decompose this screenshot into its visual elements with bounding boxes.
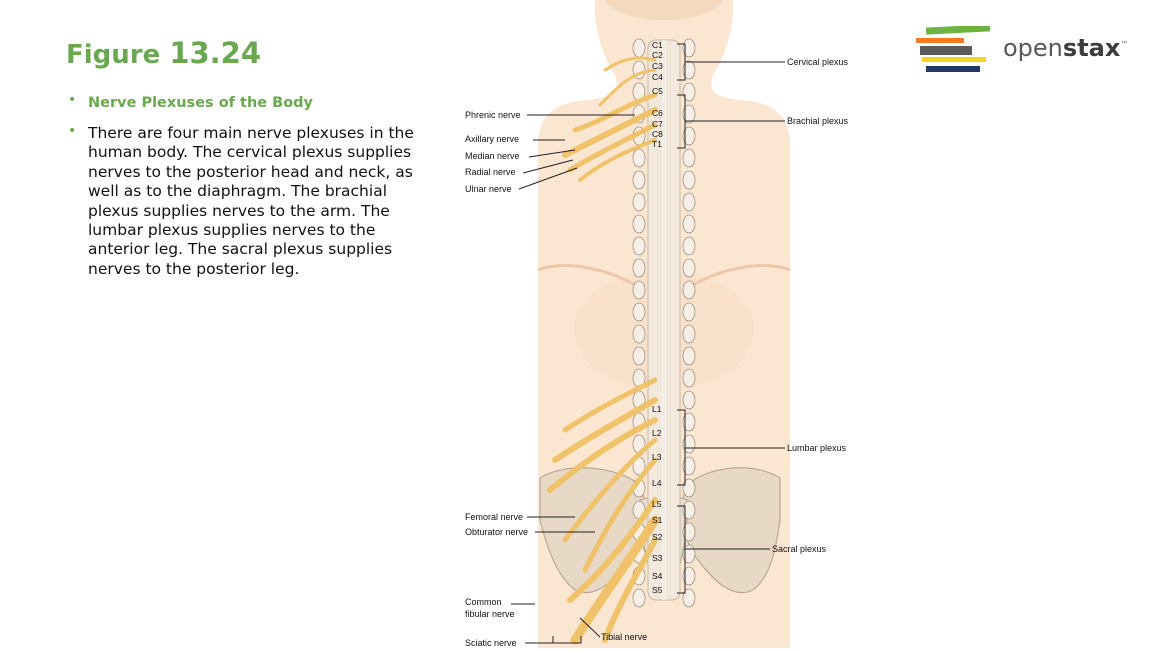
segment-label-l4: L4 — [652, 478, 662, 488]
radial-nerve-label: Radial nerve — [465, 167, 516, 177]
brachial-plexus-label: Brachial plexus — [787, 116, 849, 126]
segment-label-s1: S1 — [652, 515, 663, 525]
logo-bar-gray — [920, 46, 972, 55]
title-word: Figure — [66, 40, 160, 70]
bullet-dot-icon: • — [68, 123, 76, 139]
segment-label-c6: C6 — [652, 108, 663, 118]
bullet-body: • There are four main nerve plexuses in … — [66, 123, 426, 278]
segment-label-c8: C8 — [652, 129, 663, 139]
median-nerve-label: Median nerve — [465, 151, 520, 161]
segment-label-s2: S2 — [652, 532, 663, 542]
vertebra-ganglion — [633, 237, 645, 255]
vertebra-ganglion — [633, 589, 645, 607]
logo-text-light: open — [1003, 34, 1063, 62]
lumbar-plexus-label: Lumbar plexus — [787, 443, 847, 453]
logo-text-bold: stax — [1063, 34, 1120, 62]
segment-label-c4: C4 — [652, 72, 663, 82]
vertebra-ganglion — [633, 325, 645, 343]
vertebra-ganglion — [683, 347, 695, 365]
cervical-plexus-label: Cervical plexus — [787, 57, 849, 67]
segment-label-l1: L1 — [652, 404, 662, 414]
tibial-nerve-label: Tibial nerve — [601, 632, 647, 642]
phrenic-nerve-label: Phrenic nerve — [465, 110, 521, 120]
vertebra-ganglion — [683, 171, 695, 189]
openstax-wordmark: openstax™ — [1003, 34, 1128, 62]
segment-label-c7: C7 — [652, 119, 663, 129]
subheading-text: Nerve Plexuses of the Body — [88, 95, 313, 111]
vertebra-ganglion — [683, 259, 695, 277]
vertebra-ganglion — [683, 391, 695, 409]
segment-label-l5: L5 — [652, 499, 662, 509]
common-label: Common — [465, 597, 502, 607]
vertebra-ganglion — [683, 325, 695, 343]
title-number: 13.24 — [169, 36, 261, 70]
axillary-nerve-label: Axillary nerve — [465, 134, 519, 144]
logo-bar-yellow — [922, 57, 986, 62]
slide-title: Figure 13.24 — [66, 36, 261, 70]
vertebra-ganglion — [683, 193, 695, 211]
segment-label-l3: L3 — [652, 452, 662, 462]
vertebra-ganglion — [633, 171, 645, 189]
vertebra-ganglion — [633, 39, 645, 57]
vertebra-ganglion — [633, 193, 645, 211]
vertebra-ganglion — [683, 369, 695, 387]
vertebra-ganglion — [633, 281, 645, 299]
vertebra-ganglion — [683, 303, 695, 321]
sacral-plexus-label: Sacral plexus — [772, 544, 827, 554]
vertebra-ganglion — [683, 237, 695, 255]
vertebra-ganglion — [633, 215, 645, 233]
femoral-nerve-label: Femoral nerve — [465, 512, 523, 522]
segment-label-s5: S5 — [652, 585, 663, 595]
logo-bar-orange — [916, 38, 964, 43]
segment-label-c2: C2 — [652, 50, 663, 60]
vertebra-ganglion — [683, 149, 695, 167]
fibular-nerve-label: fibular nerve — [465, 609, 515, 619]
logo-bar-green — [926, 26, 990, 35]
body-text: There are four main nerve plexuses in th… — [88, 124, 414, 278]
ulnar-nerve-label: Ulnar nerve — [465, 184, 512, 194]
segment-label-t1: T1 — [652, 139, 662, 149]
bullet-subheading: • Nerve Plexuses of the Body — [66, 92, 426, 111]
vertebra-ganglion — [683, 215, 695, 233]
obturator-nerve-label: Obturator nerve — [465, 527, 528, 537]
segment-label-s4: S4 — [652, 571, 663, 581]
segment-label-c3: C3 — [652, 61, 663, 71]
segment-label-c1: C1 — [652, 40, 663, 50]
bullet-dot-icon: • — [68, 92, 76, 108]
logo-trademark: ™ — [1120, 40, 1128, 49]
segment-label-c5: C5 — [652, 86, 663, 96]
logo-bar-navy — [926, 66, 980, 72]
vertebra-ganglion — [633, 303, 645, 321]
bullet-list: • Nerve Plexuses of the Body • There are… — [66, 92, 426, 290]
segment-label-s3: S3 — [652, 553, 663, 563]
vertebra-ganglion — [633, 259, 645, 277]
sciatic-nerve-label: Sciatic nerve — [465, 638, 517, 648]
vertebra-ganglion — [683, 281, 695, 299]
logo-books-icon — [912, 26, 992, 76]
vertebra-ganglion — [633, 149, 645, 167]
segment-label-l2: L2 — [652, 428, 662, 438]
vertebra-ganglion — [633, 347, 645, 365]
